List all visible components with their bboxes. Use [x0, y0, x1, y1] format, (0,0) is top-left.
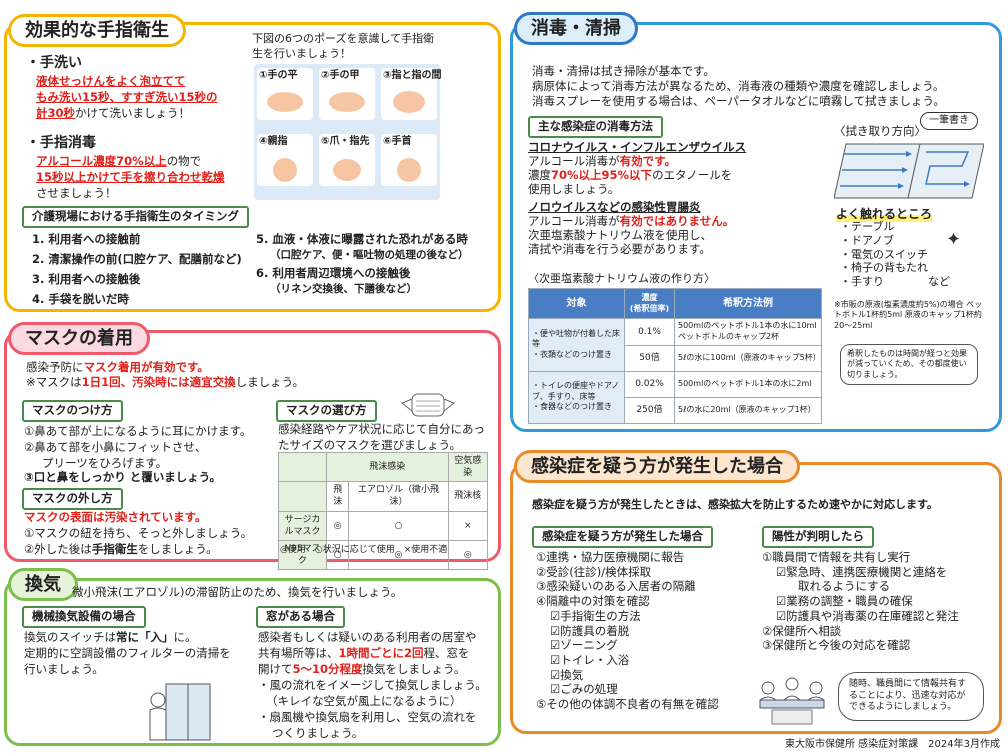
vent-title: 換気 — [8, 568, 78, 602]
window-person-icon — [149, 683, 211, 741]
pose-back: ②手の甲 — [319, 68, 375, 120]
hand-intro: 下図の6つのポーズを意識して手指衛生を行いましょう！ — [252, 32, 435, 60]
mask-legend: ◎使用 ○状況に応じて使用 ×使用不適 — [280, 545, 448, 555]
pose-nails: ⑤爪・指先 — [319, 134, 375, 186]
window-1: 感染者もしくは疑いのある利用者の居室や — [258, 630, 477, 644]
disinfect-line-2: 15秒以上かけて手を擦り合わせ乾燥 — [36, 170, 225, 184]
touch-title: よく触れるところ — [836, 206, 933, 223]
wash-heading: ・手洗い — [26, 55, 82, 71]
outbreak-title: 感染症を疑う方が発生した場合 — [514, 450, 800, 484]
hand-nails-icon — [333, 159, 361, 181]
staff-meeting-icon — [759, 677, 825, 725]
hand-back-icon — [329, 92, 365, 112]
mask-off-2: ②外した後は手指衛生をしましょう。 — [24, 542, 218, 556]
hand-thumb-icon — [273, 158, 297, 182]
suspect-title: 感染症を疑う方が発生した場合 — [532, 526, 713, 548]
corona-2: 濃度70%以上95%以下のエタノールを — [528, 168, 733, 182]
mech-1: 換気のスイッチは常に「入」に。 — [24, 630, 197, 644]
window-5: （キレイな空気が風上になるように） — [266, 694, 462, 708]
mech-title: 機械換気設備の場合 — [22, 606, 146, 628]
pose-fingers: ③指と指の間 — [381, 68, 441, 120]
pose-grid: ①手の平 ②手の甲 ③指と指の間 ④親指 ⑤爪・指先 ⑥手首 — [254, 64, 441, 200]
vent-panel — [4, 578, 501, 746]
hand-fingers-icon — [393, 91, 425, 113]
disinfect-line-1: アルコール濃度70%以上の物で — [36, 154, 202, 168]
mask-intro-2: ※マスクは1日1回、汚染時には適宜交換しましょう。 — [26, 375, 304, 389]
positive-title: 陽性が判明したら — [762, 526, 874, 548]
one-stroke-bubble: 一筆書き — [920, 112, 978, 130]
mask-title: マスクの着用 — [8, 322, 150, 356]
noro-3: 清拭や消毒を行う必要があります。 — [528, 242, 711, 256]
hypo-title: 〈次亜塩素酸ナトリウム液の作り方〉 — [528, 272, 715, 285]
window-4: ・風の流れをイメージして換気しましょう。 — [258, 678, 487, 692]
pose-thumb: ④親指 — [257, 134, 313, 186]
mask-wear-title: マスクのつけ方 — [22, 400, 123, 422]
vent-intro: 微小飛沫(エアロゾル)の滞留防止のため、換気を行いましょう。 — [72, 585, 403, 599]
hand-hygiene-panel — [4, 22, 501, 312]
wash-line-2: もみ洗い15秒、すすぎ洗い15秒の — [36, 90, 218, 104]
wipe-direction-icon — [834, 143, 984, 199]
timing-3: 3. 利用者への接触後 — [32, 272, 141, 286]
sparkle-icon: ✦ — [946, 229, 962, 250]
mask-choose-text: 感染経路やケア状況に応じて自分にあったサイズのマスクを選びましょう。 — [278, 422, 485, 452]
wash-line-1: 液体せっけんをよく泡立てて — [36, 74, 186, 88]
window-7: つくりましょう。 — [272, 726, 364, 740]
hypo-note: ※市販の原液(塩素濃度約5%)の場合 ペットボトル1杯約5ml 原液のキャップ1… — [834, 300, 983, 330]
pose-palm: ①手の平 — [257, 68, 313, 120]
window-3: 開けて5～10分程度換気をしましょう。 — [258, 662, 466, 676]
mask-off-1: ①マスクの紐を持ち、そっと外しましょう。 — [24, 526, 253, 540]
window-6: ・扇風機や換気扇を利用し、空気の流れを — [258, 710, 477, 724]
corona-1: アルコール消毒が有効です。 — [528, 154, 677, 168]
mask-panel — [4, 330, 501, 562]
corona-3: 使用しましょう。 — [528, 182, 620, 196]
hand-palm-icon — [267, 92, 303, 112]
touch-list: ・テーブル・ドアノブ・電気のスイッチ・椅子の背もたれ・手すり など — [840, 220, 950, 288]
wash-line-3: 計30秒かけて洗いましょう！ — [36, 106, 191, 120]
timing-1: 1. 利用者への接触前 — [32, 232, 141, 246]
mech-2: 定期的に空調設備のフィルターの清掃を行いましょう。 — [24, 646, 231, 676]
outbreak-lead: 感染症を疑う方が発生したときは、感染拡大を防止するため速やかに対応します。 — [532, 498, 938, 511]
corona-heading: コロナウイルス・インフルエンザウイルス — [528, 140, 747, 154]
disinfect-line-3: させましょう！ — [36, 186, 117, 200]
mask-off-title: マスクの外し方 — [22, 488, 123, 510]
share-info-bubble: 随時、職員間にて情報共有することにより、迅速な対応ができるようにしましょう。 — [838, 672, 984, 722]
timing-6-sub: （リネン交換後、下膳後など） — [270, 283, 417, 295]
timing-6: 6. 利用者周辺環境への接触後 — [256, 266, 411, 280]
disinfect-methods-title: 主な感染症の消毒方法 — [528, 116, 663, 138]
mask-off-warning: マスクの表面は汚染されています。 — [24, 510, 207, 524]
mask-wear-3: ③口と鼻をしっかり と覆いましょう。 — [24, 470, 222, 484]
window-2: 共有場所等は、1時間ごとに2回程、窓を — [258, 646, 470, 660]
mask-icon — [401, 393, 455, 417]
clean-title: 消毒・清掃 — [514, 12, 638, 46]
timing-4: 4. 手袋を脱いだ時 — [32, 292, 129, 306]
footer-credit: 東大阪市保健所 感染症対策課 2024年3月作成 — [785, 739, 1000, 750]
mask-choose-title: マスクの選び方 — [276, 400, 377, 422]
window-title: 窓がある場合 — [256, 606, 345, 628]
timing-5-sub: （口腔ケア、便・嘔吐物の処理の後など） — [270, 249, 469, 261]
clean-panel — [510, 22, 1002, 432]
mask-intro-1: 感染予防にマスク着用が有効です。 — [26, 360, 209, 374]
timing-5: 5. 血液・体液に曝露された恐れがある時 — [256, 232, 468, 246]
timing-title: 介護現場における手指衛生のタイミング — [22, 206, 249, 228]
noro-heading: ノロウイルスなどの感染性胃腸炎 — [528, 200, 701, 214]
clean-intro-1: 消毒・清掃は拭き掃除が基本です。 — [532, 64, 715, 78]
dilution-bubble: 希釈したものは時間が経つと効果が減っていくため、その都度使い切りましょう。 — [840, 344, 978, 386]
mask-wear-2: ②鼻あて部を小鼻にフィットさせ、 — [24, 440, 207, 454]
noro-1: アルコール消毒が有効ではありません。 — [528, 214, 735, 228]
positive-list: ①職員間で情報を共有し実行 ☑緊急時、連携医療機関と連絡を取れるようにする☑業務… — [762, 550, 959, 653]
disinfect-heading: ・手指消毒 — [26, 135, 96, 151]
hand-wrist-icon — [397, 158, 421, 182]
mask-wear-2b: プリーツをひろげます。 — [42, 456, 168, 470]
hand-hygiene-title: 効果的な手指衛生 — [8, 14, 186, 48]
wipe-title: 〈拭き取り方向〉 — [834, 124, 926, 138]
pose-wrist: ⑥手首 — [381, 134, 437, 186]
timing-2: 2. 清潔操作の前(口腔ケア、配膳前など) — [32, 252, 242, 266]
clean-intro-2: 病原体によって消毒方法が異なるため、消毒液の種類や濃度を確認しましょう。 — [532, 79, 945, 93]
noro-2: 次亜塩素酸ナトリウム液を使用し、 — [528, 228, 712, 242]
mask-wear-1: ①鼻あて部が上になるように耳にかけます。 — [24, 424, 252, 438]
clean-intro-3: 消毒スプレーを使用する場合は、ペーパータオルなどに噴霧して拭きましょう。 — [532, 94, 945, 108]
mask-table: 飛沫感染空気感染 飛沫エアロゾル（微小飛沫）飛沫核 サージカルマスク◎○× N9… — [278, 451, 489, 571]
